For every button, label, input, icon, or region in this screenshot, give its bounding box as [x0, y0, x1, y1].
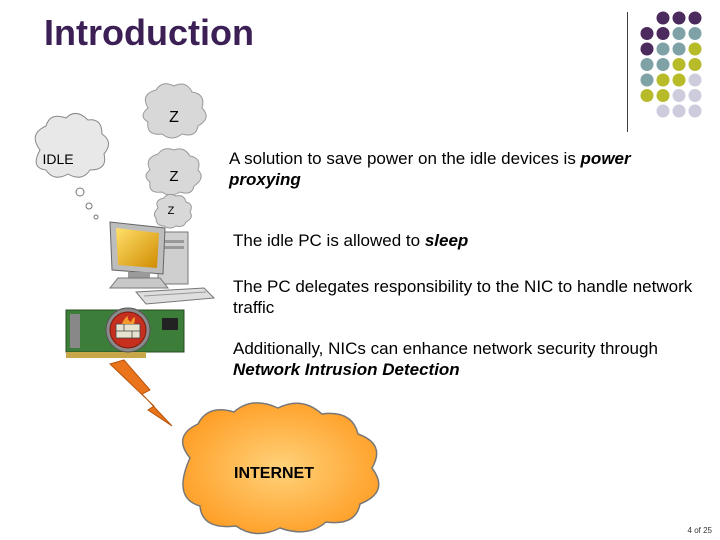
- bullet-text: The idle PC is allowed to: [233, 231, 425, 250]
- decorative-dot: [672, 11, 686, 25]
- decorative-dot: [688, 42, 702, 56]
- decorative-dot: [688, 73, 702, 87]
- z-label-mid: Z: [169, 168, 178, 185]
- internet-label: INTERNET: [234, 465, 314, 482]
- decorative-dot: [656, 11, 670, 25]
- decorative-dot: [688, 27, 702, 40]
- z-label-top: Z: [169, 109, 179, 126]
- decorative-dot: [672, 104, 686, 118]
- decorative-dot: [656, 42, 670, 56]
- bullet-network-security: Additionally, NICs can enhance network s…: [233, 338, 699, 380]
- thought-bubble-dot: [75, 187, 85, 197]
- decorative-dot: [640, 27, 654, 40]
- bullet-text: Additionally, NICs can enhance network s…: [233, 339, 658, 358]
- bullet-idle-sleep: The idle PC is allowed to sleep: [233, 230, 468, 251]
- decorative-dot: [672, 73, 686, 87]
- decorative-dot: [688, 89, 702, 102]
- decorative-dot: [672, 89, 686, 102]
- thought-bubble-dot: [93, 214, 99, 220]
- decorative-dot-grid: [640, 11, 702, 118]
- idle-label: IDLE: [42, 151, 73, 167]
- bullet-text: The PC delegates responsibility to the N…: [233, 277, 693, 317]
- slide-title: Introduction: [44, 12, 254, 53]
- sleep-z-cloud-mid: Z: [145, 148, 202, 196]
- idle-thought-cloud: IDLE: [34, 113, 109, 220]
- page-number: 4 of 25: [687, 526, 712, 535]
- nic-card-icon: [65, 307, 185, 358]
- decorative-dot: [688, 11, 702, 25]
- sleep-z-cloud-top: Z: [142, 83, 207, 139]
- bullet-power-proxying: A solution to save power on the idle dev…: [229, 148, 699, 190]
- bullet-emphasis: Network Intrusion Detection: [233, 360, 460, 379]
- bullet-nic-delegation: The PC delegates responsibility to the N…: [233, 276, 699, 318]
- decorative-dot: [672, 27, 686, 40]
- thought-bubble-dot: [85, 202, 93, 210]
- decorative-dot: [688, 104, 702, 118]
- decorative-dot: [656, 58, 670, 71]
- decorative-dot: [640, 89, 654, 102]
- lightning-bolt-icon: [109, 359, 173, 427]
- title-divider-line: [627, 12, 628, 132]
- decorative-dot: [640, 42, 654, 56]
- bullet-emphasis: power proxying: [229, 149, 631, 189]
- decorative-dot: [656, 73, 670, 87]
- decorative-dot: [656, 104, 670, 118]
- bullet-text: A solution to save power on the idle dev…: [229, 149, 581, 168]
- decorative-dot: [688, 58, 702, 71]
- sleep-z-cloud-small: Z: [153, 193, 192, 229]
- internet-cloud: INTERNET: [181, 402, 380, 535]
- bullet-emphasis: sleep: [424, 231, 469, 250]
- decorative-dot: [640, 73, 654, 87]
- decorative-dot: [656, 89, 670, 102]
- decorative-dot: [656, 27, 670, 40]
- desktop-pc-icon: [108, 221, 216, 305]
- z-label-small: Z: [168, 205, 175, 217]
- decorative-dot: [640, 58, 654, 71]
- decorative-dot: [672, 58, 686, 71]
- decorative-dot: [672, 42, 686, 56]
